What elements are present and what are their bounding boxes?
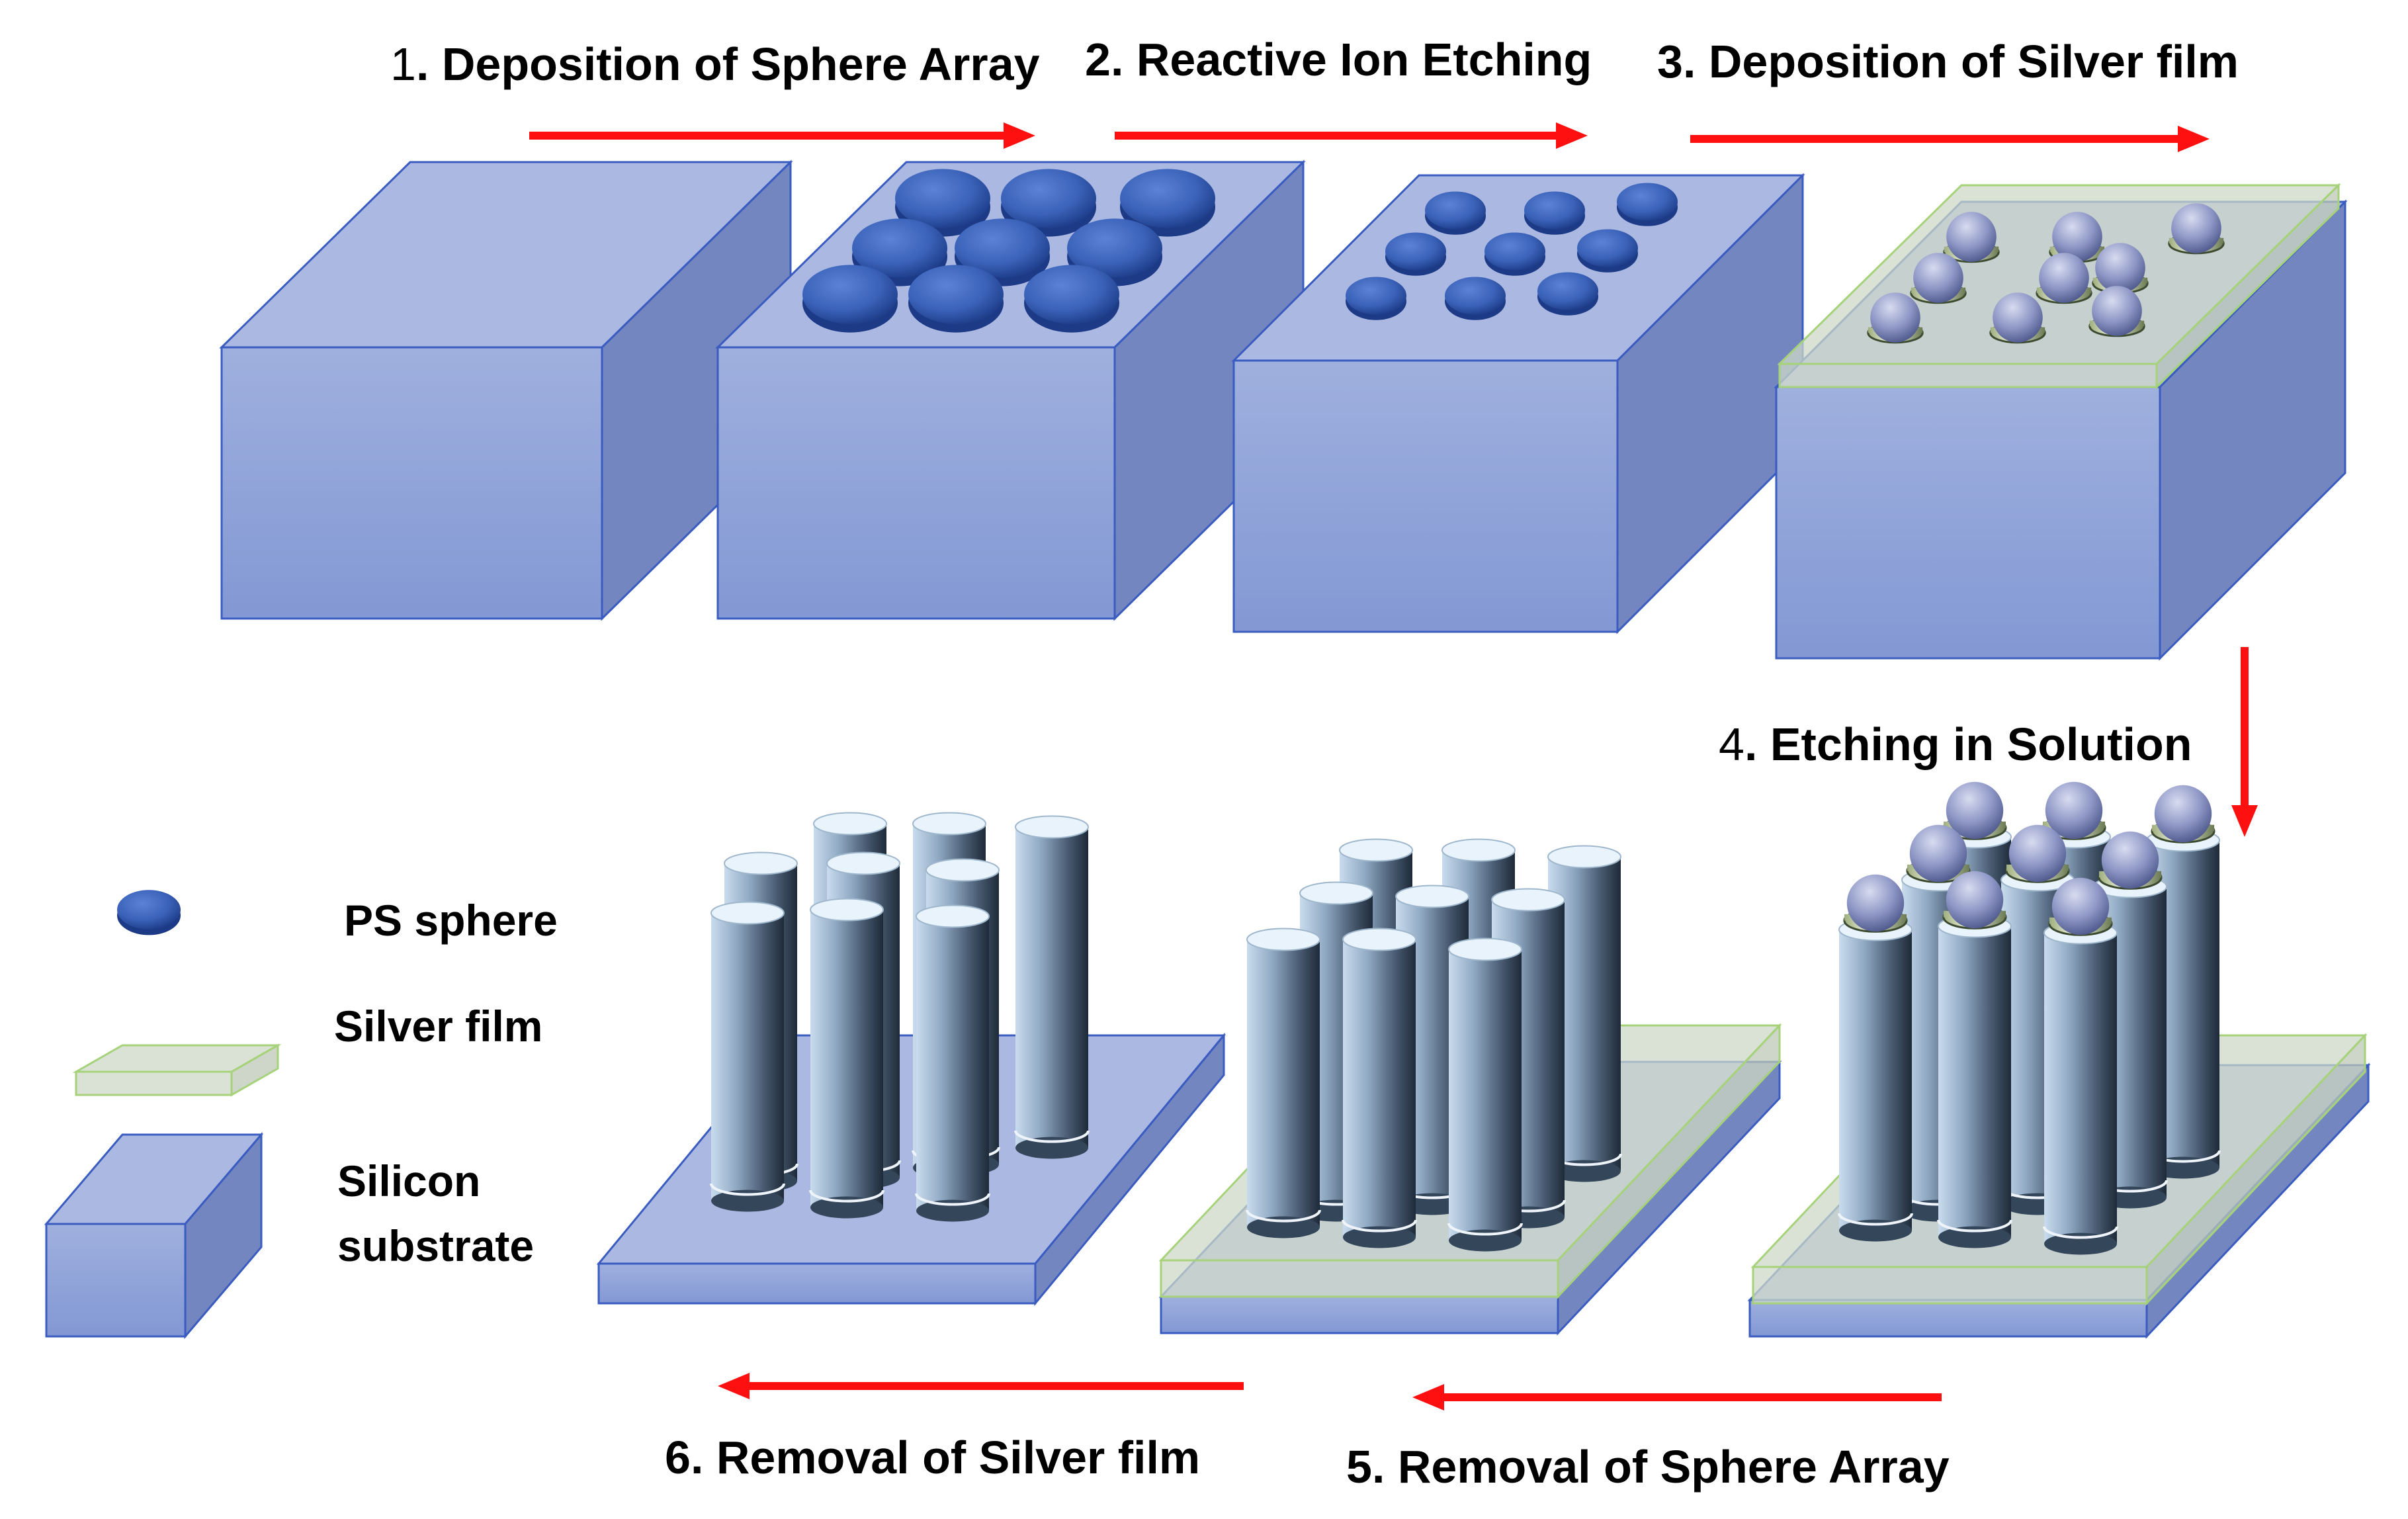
legend-silver-film-label: Silver film: [334, 1002, 543, 1051]
ps-sphere-block2-9: [1024, 265, 1119, 333]
arrow-step-6: [718, 1373, 1244, 1399]
legend-silicon-icon: [44, 1131, 264, 1340]
nanopillar-step6-3: [1014, 815, 1090, 1159]
coated-sphere-block4-7: [1867, 292, 1924, 344]
coated-sphere-step4-5: [2005, 824, 2070, 883]
coated-sphere-block4-1: [1943, 212, 2000, 263]
ps-sphere-block3-2: [1524, 191, 1585, 235]
ps-sphere-block2-8: [908, 265, 1004, 333]
silver-film-plate-5-front-face: [1160, 1259, 1559, 1298]
coated-sphere-block4-9: [2088, 286, 2145, 337]
silicon-plate-5-front-face: [1160, 1295, 1559, 1334]
coated-sphere-step4-6: [2098, 831, 2163, 890]
nanopillar-step6-9: [915, 904, 990, 1222]
nanopillar-step4-7: [1838, 918, 1913, 1242]
legend-silicon-label-line2: substrate: [337, 1221, 535, 1270]
coated-sphere-step4-9: [2048, 877, 2113, 936]
silicon-plate-6: [596, 1032, 1226, 1307]
ps-sphere-block3-9: [1537, 272, 1598, 316]
nanopillar-step5-9: [1447, 937, 1523, 1252]
ps-sphere-block3-4: [1385, 232, 1446, 276]
ps-sphere-block2-7: [802, 265, 898, 333]
silicon-plate-6-front-face: [597, 1262, 1037, 1305]
ps-sphere-block2-4: [852, 218, 947, 286]
legend-ps-sphere-label: PS sphere: [344, 896, 558, 945]
coated-sphere-block4-4: [1910, 253, 1967, 304]
ps-sphere-block3-5: [1484, 232, 1545, 276]
coated-sphere-block4-6: [2092, 243, 2149, 294]
ps-sphere-block2-2: [1001, 169, 1096, 237]
coated-sphere-step4-7: [1843, 874, 1908, 933]
arrow-step-1: [529, 122, 1035, 149]
step-5-label: 5. Removal of Sphere Array: [1346, 1441, 1950, 1493]
ps-sphere-block3-1: [1425, 191, 1486, 235]
ps-sphere-block3-6: [1577, 229, 1638, 273]
nanopillar-step6-8: [809, 898, 884, 1219]
silicon-block-3-front-face: [1232, 359, 1619, 633]
arrow-step-5: [1412, 1384, 1942, 1410]
step-2-label: 2. Reactive Ion Etching: [1085, 34, 1592, 85]
silicon-block-4-front-face: [1775, 386, 2161, 660]
nanopillar-step4-8: [1937, 914, 2012, 1248]
coated-sphere-step4-4: [1906, 824, 1971, 883]
ps-sphere-block3-7: [1346, 277, 1406, 320]
silicon-block-2-front-face: [716, 346, 1116, 620]
nanopillar-step4-9: [2043, 921, 2118, 1255]
legend-silver-film-icon: [72, 1043, 282, 1097]
ps-sphere-block2-3: [1120, 169, 1215, 237]
step-6-label: 6. Removal of Silver film: [665, 1432, 1201, 1483]
silicon-block-1-front-face: [220, 346, 603, 620]
arrow-step-4: [2231, 647, 2258, 837]
silver-film-top-4-front-face: [1778, 363, 2158, 388]
silicon-block-1: [219, 159, 793, 621]
coated-sphere-step4-3: [2151, 785, 2215, 844]
arrow-step-2: [1115, 122, 1588, 149]
coated-sphere-step4-8: [1942, 871, 2007, 930]
coated-sphere-block4-8: [1989, 292, 2046, 344]
arrow-step-3: [1690, 126, 2210, 152]
silicon-plate-4-front-face: [1748, 1299, 2148, 1338]
legend-ps-sphere-icon: [117, 890, 181, 935]
legend-silver-film-icon-front-face: [75, 1070, 233, 1096]
legend-silicon-label-line1: Silicon: [337, 1156, 481, 1205]
coated-sphere-block4-5: [2036, 253, 2092, 304]
step-4-label: 4. Etching in Solution: [1719, 718, 2192, 770]
legend-silicon-icon-front-face: [45, 1223, 187, 1338]
nanopillar-step5-8: [1342, 928, 1417, 1248]
coated-sphere-block4-3: [2168, 203, 2225, 255]
ps-sphere-block3-3: [1617, 183, 1678, 226]
silver-film-plate-4-front-face: [1752, 1266, 2148, 1305]
nanopillar-step5-7: [1246, 928, 1321, 1238]
step-1-label: 1. Deposition of Sphere Array: [390, 38, 1040, 90]
step-3-label: 3. Deposition of Silver film: [1657, 36, 2239, 87]
ps-sphere-block3-8: [1445, 277, 1506, 320]
nanopillar-step6-7: [710, 901, 785, 1212]
